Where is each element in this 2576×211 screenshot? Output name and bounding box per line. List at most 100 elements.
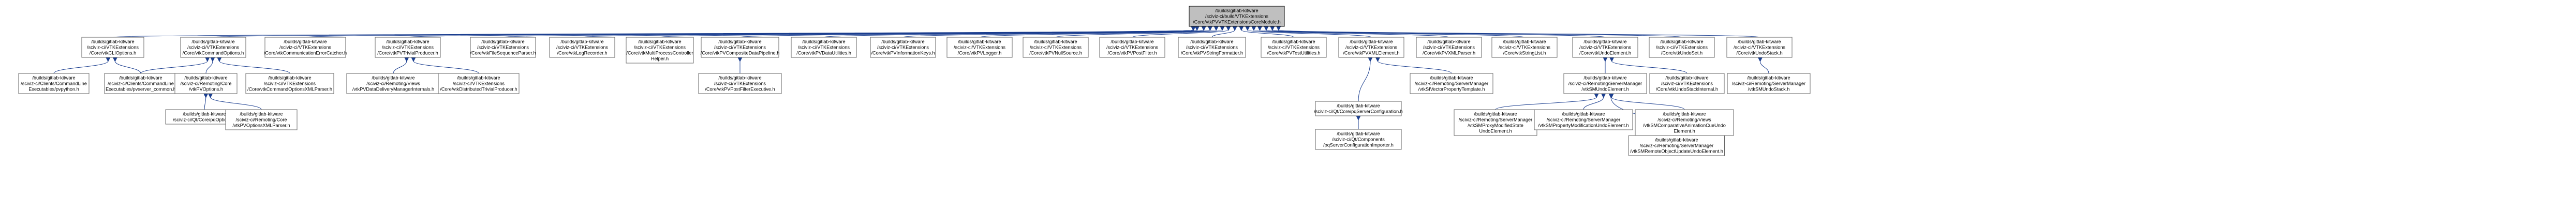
node-label-line: /builds/gitlab-kitware <box>268 76 311 81</box>
node-label-line: /vtkSMUndoStack.h <box>1748 87 1790 92</box>
graph-node[interactable]: /builds/gitlab-kitware/sciviz-ci/VTKExte… <box>470 37 536 58</box>
graph-node[interactable]: /builds/gitlab-kitware/sciviz-ci/Qt/Comp… <box>1315 129 1402 150</box>
node-label-line: /builds/gitlab-kitware <box>802 39 845 44</box>
graph-node[interactable]: /builds/gitlab-kitware/sciviz-ci/VTKExte… <box>870 37 936 58</box>
graph-node[interactable]: /builds/gitlab-kitware/sciviz-ci/VTKExte… <box>701 37 780 58</box>
node-label-line: /sciviz-ci/Remoting/ServerManager <box>1732 81 1805 86</box>
node-label-line: /Core/vtkPVStringFormatter.h <box>1181 51 1243 56</box>
graph-node[interactable]: /builds/gitlab-kitware/sciviz-ci/Remotin… <box>174 73 238 94</box>
node-box <box>1416 37 1482 58</box>
node-label-line: /Core/vtkUndoStackInternal.h <box>1656 87 1718 92</box>
node-label-line: /vtkPVOptions.h <box>189 87 223 92</box>
graph-node[interactable]: /builds/gitlab-kitware/sciviz-ci/VTKExte… <box>180 37 246 58</box>
node-box <box>225 109 298 130</box>
node-label-line: /sciviz-ci/VTKExtensions <box>1423 45 1475 50</box>
node-label-line: /pqServerConfigurationImporter.h <box>1323 143 1394 148</box>
graph-node[interactable]: /builds/gitlab-kitware/sciviz-ci/VTKExte… <box>1726 37 1793 58</box>
node-label-line: /Core/vtkUndoStack.h <box>1736 51 1782 56</box>
edges-layer <box>53 30 1769 136</box>
node-label-line: Element.h <box>1674 129 1695 134</box>
graph-node[interactable]: /builds/gitlab-kitware/sciviz-ci/VTKExte… <box>1572 37 1638 58</box>
edge-n4-to-m6 <box>413 61 479 74</box>
graph-node[interactable]: /builds/gitlab-kitware/sciviz-ci/Remotin… <box>1534 109 1633 130</box>
node-label-line: /builds/gitlab-kitware <box>240 112 283 117</box>
graph-node[interactable]: /builds/gitlab-kitware/sciviz-ci/Remotin… <box>346 73 440 94</box>
graph-node[interactable]: /builds/gitlab-kitware/sciviz-ci/Remotin… <box>1635 109 1734 136</box>
graph-node[interactable]: /builds/gitlab-kitware/sciviz-ci/Remotin… <box>1563 73 1647 94</box>
edge-root-to-n17 <box>1254 30 1449 38</box>
graph-node[interactable]: /builds/gitlab-kitware/sciviz-ci/VTKExte… <box>698 73 782 94</box>
graph-node[interactable]: /builds/gitlab-kitware/sciviz-ci/Remotin… <box>1410 73 1493 94</box>
node-label-line: /builds/gitlab-kitware <box>1190 39 1233 44</box>
node-label-line: /builds/gitlab-kitware <box>1655 138 1698 143</box>
node-box <box>264 37 346 58</box>
node-label-line: /sciviz-ci/VTKExtensions <box>877 45 929 50</box>
graph-node[interactable]: /builds/gitlab-kitware/sciviz-ci/VTKExte… <box>791 37 857 58</box>
graph-node[interactable]: /builds/gitlab-kitware/sciviz-ci/VTKExte… <box>1023 37 1089 58</box>
graph-node[interactable]: /builds/gitlab-kitware/sciviz-ci/Qt/Core… <box>1314 101 1403 116</box>
node-label-line: /sciviz-ci/VTKExtensions <box>1030 45 1082 50</box>
node-label-line: /builds/gitlab-kitware <box>1215 8 1258 13</box>
node-box <box>1628 135 1725 156</box>
node-label-line: /builds/gitlab-kitware <box>1350 39 1393 44</box>
node-label-line: /Core/vtkPVCompositeDataPipeline.h <box>701 51 780 56</box>
node-label-line: /builds/gitlab-kitware <box>183 112 226 117</box>
node-label-line: /Core/vtkDistributedTrivialProducer.h <box>440 87 517 92</box>
graph-node[interactable]: /builds/gitlab-kitware/sciviz-ci/VTKExte… <box>81 37 144 58</box>
node-label-line: /sciviz-ci/Remoting/Core <box>180 81 231 86</box>
graph-node[interactable]: /builds/gitlab-kitware/sciviz-ci/VTKExte… <box>549 37 615 58</box>
node-label-line: /builds/gitlab-kitware <box>718 39 761 44</box>
graph-node[interactable]: /builds/gitlab-kitware/sciviz-ci/Remotin… <box>1727 73 1811 94</box>
graph-node[interactable]: /builds/gitlab-kitware/sciviz-ci/VTKExte… <box>1491 37 1558 58</box>
node-box <box>946 37 1013 58</box>
node-label-line: /Core/vtkCommunicationErrorCatcher.h <box>264 51 347 56</box>
node-label-line: /builds/gitlab-kitware <box>1503 39 1546 44</box>
node-label-line: /builds/gitlab-kitware <box>718 76 761 81</box>
edge-n19-to-m11 <box>1612 61 1687 74</box>
node-box <box>698 73 782 94</box>
node-box <box>870 37 936 58</box>
node-label-line: /Core/vtkPVDataUtilities.h <box>796 51 851 56</box>
graph-node[interactable]: /builds/gitlab-kitware/sciviz-ci/VTKExte… <box>1649 37 1715 58</box>
node-label-line: /sciviz-ci/VTKExtensions <box>87 45 139 50</box>
graph-node[interactable]: /builds/gitlab-kitware/sciviz-ci/Remotin… <box>225 109 298 130</box>
edge-root-to-n19 <box>1266 30 1606 38</box>
edge-root-to-n12 <box>1055 30 1222 38</box>
graph-node[interactable]: /builds/gitlab-kitware/sciviz-ci/VTKExte… <box>1416 37 1482 58</box>
graph-node[interactable]: /builds/gitlab-kitware/sciviz-ci/VTKExte… <box>1338 37 1404 58</box>
node-label-line: /builds/gitlab-kitware <box>958 39 1001 44</box>
node-label-line: /vtkPVOptionsXMLParser.h <box>232 123 290 128</box>
node-label-line: /sciviz-ci/Remoting/Core <box>235 117 287 123</box>
node-box <box>180 37 246 58</box>
node-label-line: /sciviz-ci/VTKExtensions <box>453 81 505 86</box>
graph-node[interactable]: /builds/gitlab-kitware/sciviz-ci/VTKExte… <box>438 73 520 94</box>
node-box <box>104 73 177 94</box>
node-label-line: /vtkSMRemoteObjectUpdateUndoElement.h <box>1630 149 1723 154</box>
graph-node[interactable]: /builds/gitlab-kitware/sciviz-ci/Remotin… <box>1628 135 1725 156</box>
graph-node[interactable]: /builds/gitlab-kitware/sciviz-ci/VTKExte… <box>375 37 441 58</box>
graph-node[interactable]: /builds/gitlab-kitware/sciviz-ci/Clients… <box>18 73 90 94</box>
graph-node[interactable]: /builds/gitlab-kitware/sciviz-ci/VTKExte… <box>1178 37 1246 58</box>
graph-node[interactable]: /builds/gitlab-kitware/sciviz-ci/VTKExte… <box>1261 37 1327 58</box>
node-label-line: /builds/gitlab-kitware <box>1474 112 1517 117</box>
graph-node[interactable]: /builds/gitlab-kitware/sciviz-ci/VTKExte… <box>1649 73 1725 94</box>
node-box <box>701 37 779 58</box>
node-label-line: /builds/gitlab-kitware <box>1738 39 1781 44</box>
graph-node[interactable]: /builds/gitlab-kitware/sciviz-ci/Clients… <box>104 73 177 94</box>
node-box <box>1454 109 1537 136</box>
node-label-line: /sciviz-ci/VTKExtensions <box>798 45 850 50</box>
graph-node[interactable]: /builds/gitlab-kitware/sciviz-ci/VTKExte… <box>1099 37 1165 58</box>
graph-node[interactable]: /builds/gitlab-kitware/sciviz-ci/VTKExte… <box>946 37 1013 58</box>
node-box <box>1534 109 1633 130</box>
node-box <box>1315 129 1402 150</box>
node-box <box>1572 37 1638 58</box>
graph-node[interactable]: /builds/gitlab-kitware/sciviz-ci/Remotin… <box>1454 109 1537 136</box>
graph-node[interactable]: /builds/gitlab-kitware/sciviz-ci/VTKExte… <box>626 37 694 64</box>
node-label-line: /Core/vtkPVXMLElement.h <box>1343 51 1399 56</box>
node-label-line: /sciviz-ci/VTKExtensions <box>382 45 434 50</box>
edge-root-to-n18 <box>1260 30 1525 38</box>
edge-n21-to-m12 <box>1760 61 1769 74</box>
graph-node[interactable]: /builds/gitlab-kitware/sciviz-ci/VTKExte… <box>245 73 334 94</box>
edge-n16-to-m9 <box>1378 61 1452 74</box>
graph-node[interactable]: /builds/gitlab-kitware/sciviz-ci/VTKExte… <box>264 37 347 58</box>
